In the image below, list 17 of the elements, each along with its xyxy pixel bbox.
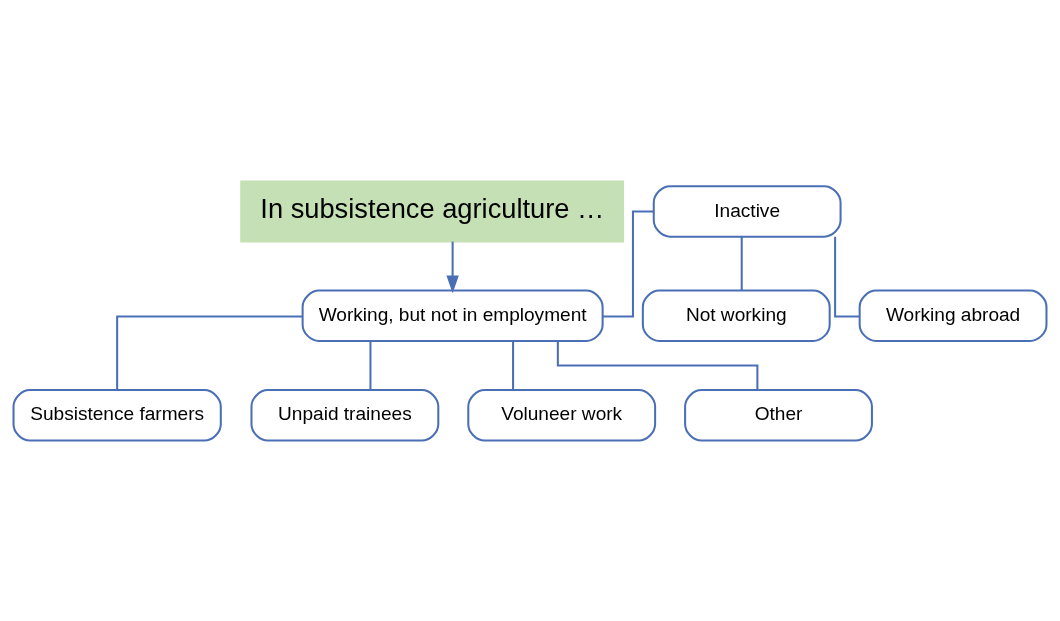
node-box: Inactive xyxy=(652,184,842,238)
connector xyxy=(602,209,654,317)
node-box: Other xyxy=(684,388,873,442)
connector xyxy=(369,340,372,390)
connector xyxy=(740,236,743,290)
node-box: Unpaid trainees xyxy=(250,388,440,442)
connector xyxy=(556,340,759,390)
connector xyxy=(834,236,860,317)
connector xyxy=(512,340,515,390)
node-box: Not working xyxy=(641,289,831,342)
node-box: Working, but not in employment xyxy=(301,289,604,342)
arrow xyxy=(446,241,459,293)
node-box: In subsistence agriculture … xyxy=(240,179,625,242)
connector xyxy=(116,314,303,390)
node-box: Subsistence farmers xyxy=(12,388,222,442)
node-box: Voluneer work xyxy=(467,388,657,442)
node-box: Working abroad xyxy=(858,289,1048,342)
